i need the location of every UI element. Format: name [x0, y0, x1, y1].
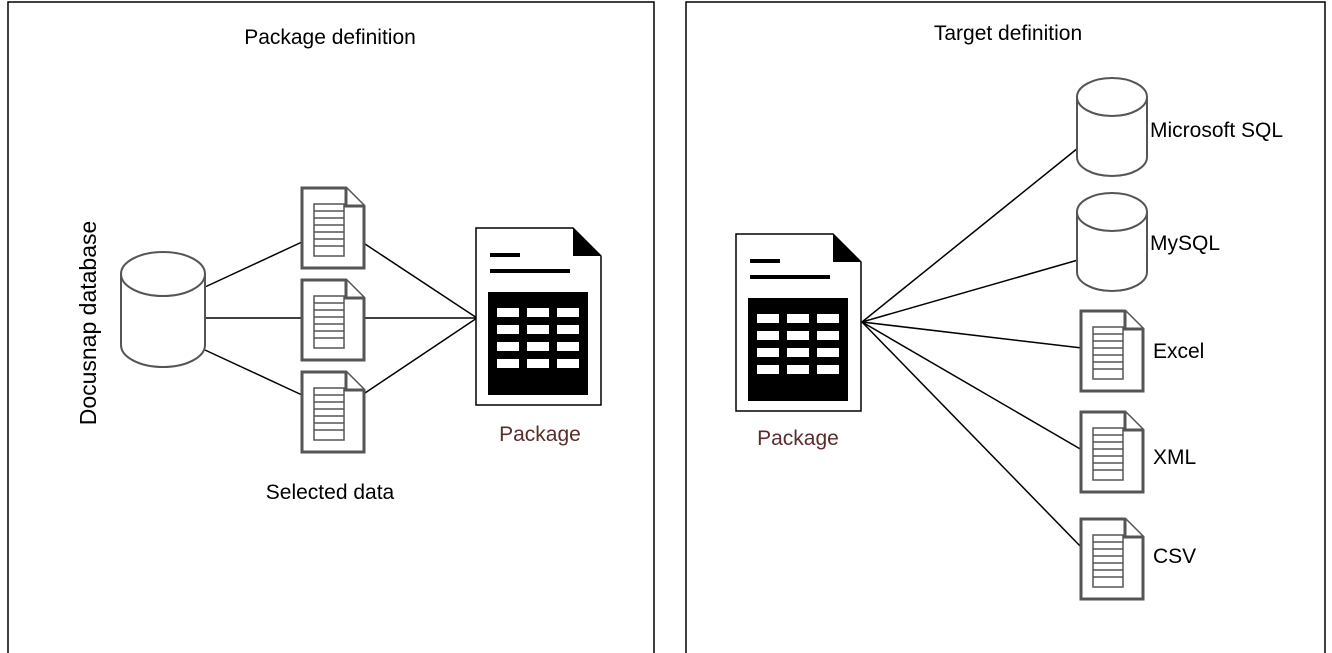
database-icon	[1076, 77, 1148, 177]
document-icon	[300, 370, 366, 454]
target-label-xml: XML	[1153, 446, 1196, 469]
target-label-microsoft-sql: Microsoft SQL	[1150, 119, 1283, 142]
database-icon	[120, 251, 206, 368]
panel-left-frame	[7, 1, 655, 653]
target-label-excel: Excel	[1153, 340, 1204, 363]
panel-right-frame	[685, 1, 1326, 653]
package-label-right: Package	[757, 427, 839, 450]
connector-lines-right	[861, 147, 1083, 549]
document-icon	[300, 278, 366, 362]
selected-data-label: Selected data	[266, 481, 395, 504]
document-icon	[300, 186, 366, 270]
package-icon	[735, 233, 862, 412]
database-label: Docusnap database	[75, 221, 101, 426]
document-icon	[1079, 410, 1145, 494]
target-label-mysql: MySQL	[1150, 232, 1220, 255]
document-icon	[1079, 309, 1145, 393]
connector-lines-left	[204, 241, 478, 396]
panel-left-title: Package definition	[244, 26, 416, 49]
target-label-csv: CSV	[1153, 545, 1196, 568]
database-icon	[1076, 192, 1148, 292]
panel-right-title: Target definition	[934, 22, 1082, 45]
package-icon	[475, 227, 602, 406]
document-icon	[1079, 517, 1145, 601]
package-label-left: Package	[499, 423, 581, 446]
